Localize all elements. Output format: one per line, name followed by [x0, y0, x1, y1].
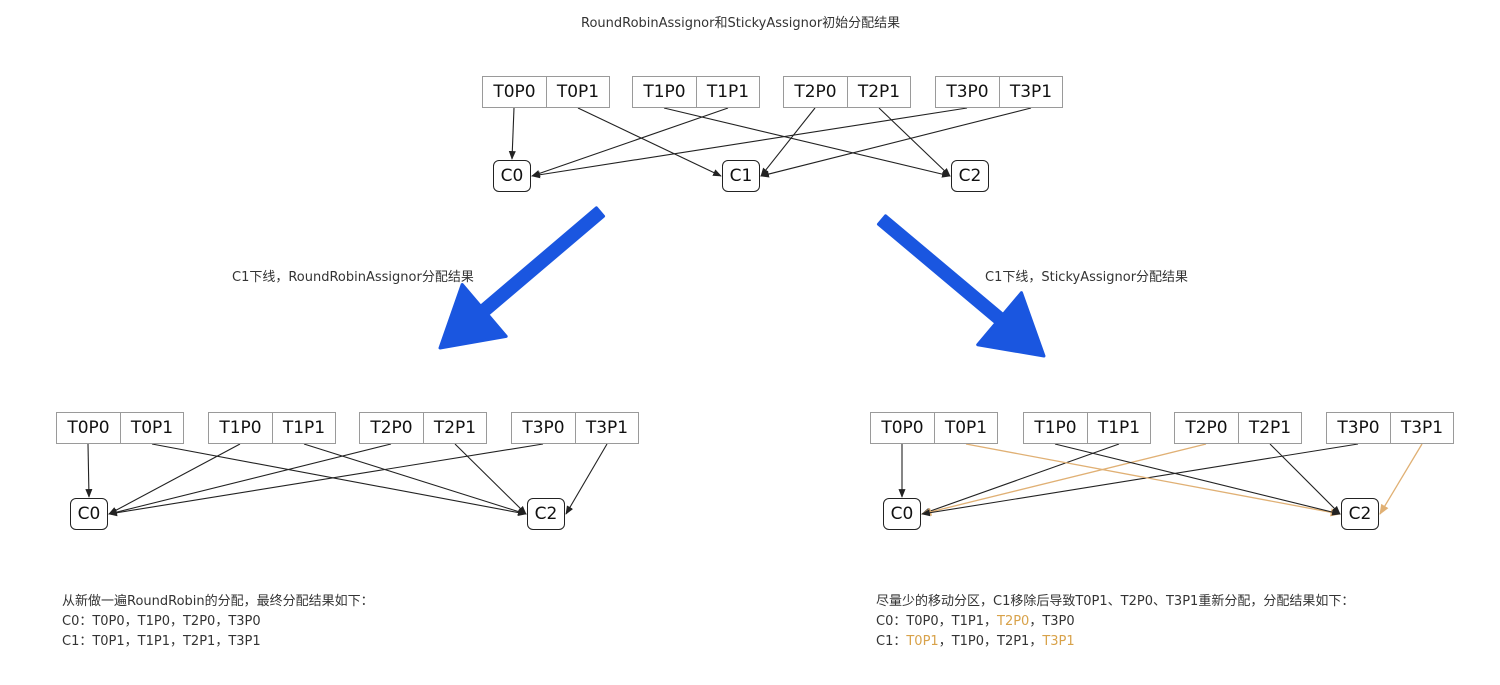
left-result-line-c0: C0：T0P0，T1P0，T2P0，T3P0 — [62, 614, 261, 629]
initial-consumer-c0: C0 — [493, 160, 531, 192]
big-arrow-right — [876, 214, 1046, 358]
sticky-partition-t1p1: T1P1 — [1087, 412, 1151, 444]
initial-partition-t2p1: T2P1 — [847, 76, 911, 108]
sticky-partition-t0p1: T0P1 — [934, 412, 998, 444]
big-arrow-left — [438, 206, 606, 350]
sticky-partition-t1p0: T1P0 — [1023, 412, 1088, 444]
sticky-edge-t2p0-to-c0 — [920, 443, 1207, 516]
roundrobin-edge-t3p0-to-c0 — [108, 443, 544, 517]
left-caption: C1下线，RoundRobinAssignor分配结果 — [232, 270, 474, 285]
sticky-edge-t1p1-to-c0 — [921, 443, 1120, 515]
roundrobin-partition-t0p1: T0P1 — [120, 412, 184, 444]
initial-edge-t3p1-to-c1 — [760, 107, 1032, 178]
sticky-edge-t0p1-to-c2 — [965, 443, 1342, 517]
right-c1-moved-t3p1: T3P1 — [1042, 634, 1075, 649]
right-c0-prefix: C0：T0P0，T1P1， — [876, 614, 997, 629]
roundrobin-partition-t2p0: T2P0 — [359, 412, 424, 444]
initial-partition-t0p1: T0P1 — [546, 76, 610, 108]
right-c1-mid: ，T1P0，T2P1， — [938, 634, 1043, 649]
sticky-consumer-c0: C0 — [883, 498, 921, 530]
roundrobin-edge-t2p1-to-c2 — [454, 443, 527, 515]
roundrobin-edge-t3p1-to-c2 — [565, 443, 608, 515]
right-result-heading: 尽量少的移动分区，C1移除后导致T0P1、T2P0、T3P1重新分配，分配结果如… — [876, 594, 1355, 609]
initial-partition-t3p0: T3P0 — [935, 76, 1000, 108]
right-result: 尽量少的移动分区，C1移除后导致T0P1、T2P0、T3P1重新分配，分配结果如… — [876, 592, 1354, 652]
right-c0-suffix: ，T3P0 — [1029, 614, 1075, 629]
initial-edge-t0p0-to-c0 — [508, 107, 516, 160]
initial-partition-t2p0: T2P0 — [783, 76, 848, 108]
sticky-partition-t2p1: T2P1 — [1238, 412, 1302, 444]
initial-edge-t2p0-to-c1 — [760, 107, 816, 177]
right-c0-moved-t2p0: T2P0 — [997, 614, 1030, 629]
roundrobin-edge-t0p1-to-c2 — [151, 443, 527, 517]
left-result-heading: 从新做一遍RoundRobin的分配，最终分配结果如下： — [62, 594, 374, 609]
right-result-line-c0: C0：T0P0，T1P1，T2P0，T3P0 — [876, 612, 1354, 632]
initial-partition-t1p0: T1P0 — [632, 76, 697, 108]
sticky-partition-t3p1: T3P1 — [1390, 412, 1454, 444]
roundrobin-partition-t1p1: T1P1 — [272, 412, 336, 444]
initial-edge-t0p1-to-c1 — [577, 107, 722, 177]
sticky-edge-t3p0-to-c0 — [921, 443, 1359, 517]
left-result: 从新做一遍RoundRobin的分配，最终分配结果如下： C0：T0P0，T1P… — [62, 592, 374, 652]
roundrobin-partition-t3p1: T3P1 — [575, 412, 639, 444]
initial-consumer-c1: C1 — [722, 160, 760, 192]
roundrobin-partition-t1p0: T1P0 — [208, 412, 273, 444]
sticky-partition-t0p0: T0P0 — [870, 412, 935, 444]
roundrobin-partition-t0p0: T0P0 — [56, 412, 121, 444]
initial-partition-t3p1: T3P1 — [999, 76, 1063, 108]
sticky-edge-t1p0-to-c2 — [1054, 443, 1341, 516]
initial-consumer-c2: C2 — [951, 160, 989, 192]
initial-partition-t0p0: T0P0 — [482, 76, 547, 108]
initial-edge-t2p1-to-c2 — [878, 107, 951, 177]
roundrobin-edge-t0p0-to-c0 — [85, 443, 93, 498]
sticky-partition-t3p0: T3P0 — [1326, 412, 1391, 444]
roundrobin-edge-t1p1-to-c2 — [303, 443, 527, 515]
sticky-edge-t3p1-to-c2 — [1379, 443, 1423, 515]
right-c1-moved-t0p1: T0P1 — [906, 634, 939, 649]
roundrobin-partition-t3p0: T3P0 — [511, 412, 576, 444]
sticky-consumer-c2: C2 — [1341, 498, 1379, 530]
right-c1-prefix: C1： — [876, 634, 907, 649]
roundrobin-consumer-c2: C2 — [527, 498, 565, 530]
roundrobin-consumer-c0: C0 — [70, 498, 108, 530]
left-result-line-c1: C1：T0P1，T1P1，T2P1，T3P1 — [62, 634, 261, 649]
roundrobin-edge-t2p0-to-c0 — [108, 443, 392, 516]
right-result-line-c1: C1：T0P1，T1P0，T2P1，T3P1 — [876, 632, 1354, 652]
diagram-title: RoundRobinAssignor和StickyAssignor初始分配结果 — [581, 16, 901, 31]
initial-partition-t1p1: T1P1 — [696, 76, 760, 108]
initial-edge-t1p1-to-c0 — [531, 107, 729, 177]
sticky-edge-t2p1-to-c2 — [1269, 443, 1341, 515]
right-caption: C1下线，StickyAssignor分配结果 — [985, 270, 1189, 285]
initial-edge-t3p0-to-c0 — [531, 107, 968, 179]
initial-edge-t1p0-to-c2 — [663, 107, 951, 178]
roundrobin-partition-t2p1: T2P1 — [423, 412, 487, 444]
sticky-partition-t2p0: T2P0 — [1174, 412, 1239, 444]
roundrobin-edge-t1p0-to-c0 — [108, 443, 241, 515]
